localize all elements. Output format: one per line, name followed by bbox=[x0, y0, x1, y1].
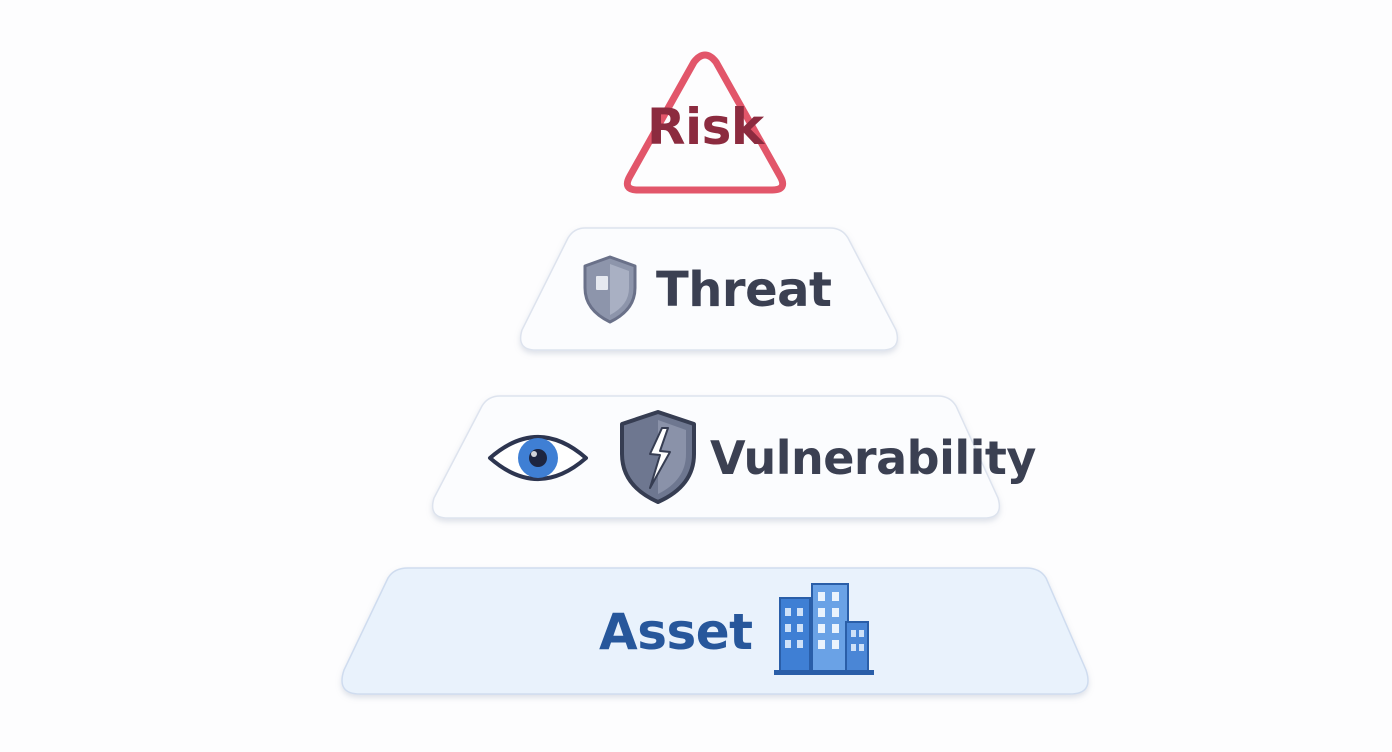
asset-label: Asset bbox=[599, 603, 753, 661]
office-building-icon bbox=[774, 583, 874, 675]
eye-icon bbox=[488, 435, 588, 481]
vulnerability-label: Vulnerability bbox=[710, 431, 1036, 485]
shield-icon bbox=[583, 255, 637, 324]
threat-label: Threat bbox=[656, 262, 832, 318]
risk-label: Risk bbox=[647, 98, 764, 156]
broken-shield-icon bbox=[620, 410, 696, 504]
